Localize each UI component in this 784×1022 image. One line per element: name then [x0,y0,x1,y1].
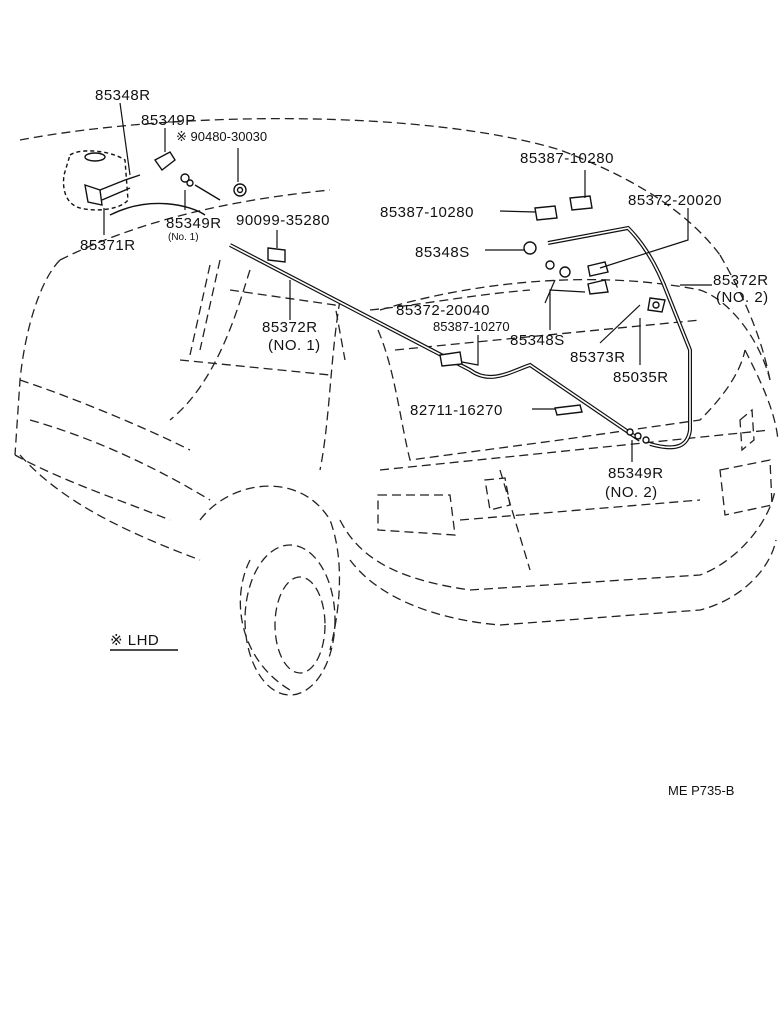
hose-no2 [547,225,692,450]
pump-fittings [109,151,247,216]
label-85372R-no2: 85372R [713,272,769,289]
label-85387-10280-mid: 85387-10280 [380,204,474,221]
label-85372R-no1: 85372R [262,319,318,336]
label-85348S-top: 85348S [415,244,470,261]
label-85348S-bottom: 85348S [510,332,565,349]
label-85372R-no1-sub: (NO. 1) [268,337,321,354]
leader-lines [103,102,712,651]
components [267,195,666,444]
washer-tank [62,150,141,211]
label-85349R-no2: 85349R [608,465,664,482]
label-85387-10280-top: 85387-10280 [520,150,614,167]
label-85035R: 85035R [613,369,669,386]
label-85349R-no2-sub: (NO. 2) [605,484,658,501]
label-85371R: 85371R [80,237,136,254]
label-85349R-no1-sub: (No. 1) [168,232,199,243]
label-85372-20040: 85372-20040 [396,302,490,319]
label-85373R: 85373R [570,349,626,366]
label-85372R-no2-sub: (NO. 2) [716,289,769,306]
label-85372-20020: 85372-20020 [628,192,722,209]
hose-no1 [229,243,642,442]
label-85348R: 85348R [95,87,151,104]
vehicle-body-outline [14,117,779,696]
legend-lhd: ※ LHD [110,632,159,649]
diagram-code: ME P735-B [668,783,734,798]
label-85349R-no1: 85349R [166,215,222,232]
label-85349P: 85349P [141,112,196,129]
label-82711-16270: 82711-16270 [410,402,503,419]
part-labels: 85348R 85349P ※ 90480-30030 85349R (No. … [80,87,769,501]
label-85387-10270: 85387-10270 [433,319,510,334]
label-90480-30030: ※ 90480-30030 [176,129,267,144]
label-90099-35280: 90099-35280 [236,212,330,229]
